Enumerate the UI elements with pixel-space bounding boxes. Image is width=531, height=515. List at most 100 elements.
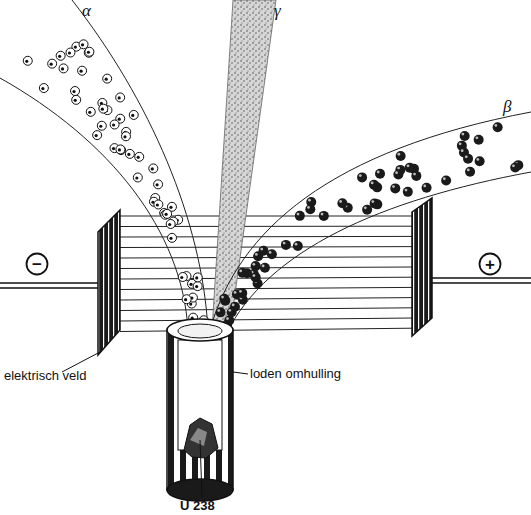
beta-particle-body [319,211,329,221]
beta-particle [393,170,403,180]
field-line [120,236,412,238]
field-line [120,308,412,311]
uranium-sample [184,418,218,458]
beta-particle-highlight [371,200,374,203]
alpha-particle [48,59,57,68]
alpha-particle-shell [39,84,48,93]
beta-particle [293,241,303,251]
alpha-particle [178,272,187,281]
beta-particle [219,294,229,304]
beta-particle-body [422,183,432,193]
alpha-particle-shell [48,59,57,68]
alpha-particle-core [74,99,77,102]
beta-particle [403,187,413,197]
beta-particle-highlight [467,169,470,172]
field-lines [120,216,412,332]
beta-particle-highlight [226,317,229,320]
alpha-particle-core [87,51,90,54]
alpha-particle-shell [178,272,187,281]
beta-particle [369,180,379,190]
beta-particle-body [305,204,315,214]
alpha-particle-shell [110,120,119,129]
field-line [120,257,412,258]
beta-particle-highlight [252,263,255,266]
beta-particle-highlight [364,206,367,209]
beta-particle [465,167,475,177]
alpha-particle-shell [125,149,134,158]
beta-particle [474,135,484,145]
alpha-particle-shell [166,219,175,228]
beta-particle-highlight [217,309,220,312]
alpha-particle-core [112,147,115,150]
wire [0,287,102,289]
beta-particle-highlight [283,242,286,245]
beta-particle-highlight [494,124,497,127]
beta-particle-highlight [377,171,380,174]
alpha-particle-core [112,123,115,126]
beta-particle-body [441,176,451,186]
bore [178,340,222,450]
terminal-sign: + [478,252,502,276]
wire [428,282,531,284]
alpha-particle-core [156,183,159,186]
beta-particle-highlight [253,274,256,277]
gamma-label: γ [274,2,281,19]
alpha-edge [0,78,188,330]
alpha-particle-core [131,114,134,117]
casing-label: loden omhulling [250,367,341,380]
alpha-particle-core [195,285,198,288]
beta-edge [210,112,531,330]
beta-particle-body [475,156,485,166]
beta-particle-highlight [443,177,446,180]
beta-particle-highlight [359,174,362,177]
alpha-particle-core [72,90,75,93]
alpha-particle [72,95,81,104]
alpha-particle-shell [133,173,142,182]
alpha-particle [116,145,125,154]
alpha-particle-core [189,283,192,286]
beta-particle-body [251,261,261,271]
beta-particle [319,211,329,221]
alpha-particle-core [165,213,168,216]
beta-particle [259,246,269,256]
alpha-particle [117,146,126,155]
alpha-particle [56,51,65,60]
leader-lines [62,352,248,497]
alpha-particle-core [169,237,172,240]
uranium-facet [190,428,207,446]
beta-particle-highlight [221,296,224,299]
alpha-particle-core [88,111,91,114]
beta-particle [422,183,432,193]
alpha-particle-core [95,134,98,137]
alpha-particle-core [127,153,130,156]
positive-plate [412,198,432,336]
beta-particle-body [493,122,503,132]
alpha-particle [110,120,119,129]
beta-particle [441,176,451,186]
beta-particle [460,131,470,141]
alpha-particle-shell [103,74,112,83]
beta-particle-highlight [392,185,395,188]
wire [428,277,531,279]
source-label: U 238 [180,499,215,512]
alpha-particle-core [151,167,154,170]
alpha-particle-shell [154,180,163,189]
alpha-particle-core [118,118,121,121]
alpha-particle [79,40,88,49]
beta-particle [390,183,400,193]
beta-particle-body [281,240,291,250]
beta-particle-body [474,135,484,145]
alpha-particle-core [118,148,121,151]
alpha-particle-core [180,276,183,279]
beta-particle-body [259,246,269,256]
wire [0,282,102,284]
negative-terminal: − [25,252,49,276]
beta-particle-body [260,263,270,273]
alpha-particle-shell [72,95,81,104]
beta-particle-highlight [423,185,426,188]
beta-particle [251,261,261,271]
alpha-particle-shell [86,107,95,116]
beta-edge [226,172,531,334]
alpha-particle-core [68,51,71,54]
